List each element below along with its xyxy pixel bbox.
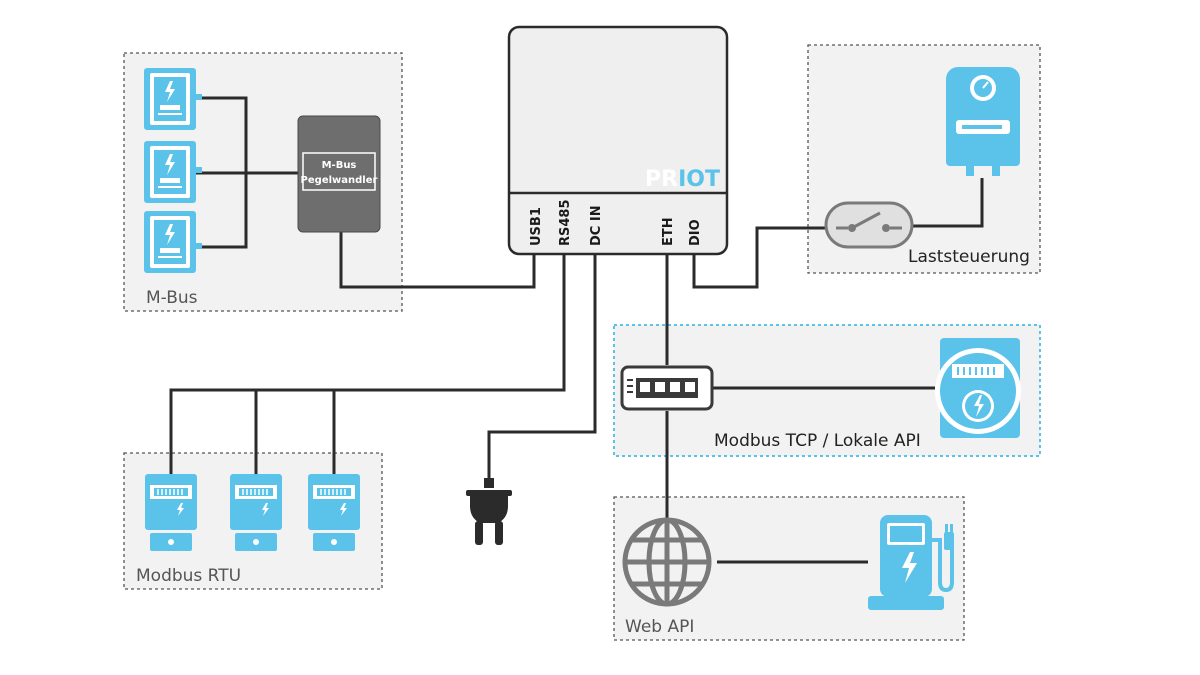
- modbus-meter-icon: [230, 474, 282, 551]
- modbus-meter-icon: [308, 474, 360, 551]
- network-switch-icon: [620, 365, 714, 411]
- port-eth-label: ETH: [661, 217, 676, 246]
- port-usb1-label: USB1: [529, 207, 544, 246]
- laststeuerung-group-label: Laststeuerung: [908, 247, 1030, 267]
- electric-meter-icon: [144, 68, 202, 130]
- electric-meter-icon: [144, 211, 202, 273]
- relay-switch-icon: [824, 201, 914, 249]
- water-heater-icon: [946, 67, 1020, 176]
- dc-in-wire: [487, 252, 597, 482]
- ev-charger-icon: [868, 515, 954, 610]
- web-api-group-label: Web API: [625, 617, 694, 637]
- priot-logo-iot: IOT: [678, 167, 720, 192]
- priot-device: PRIOT USB1 RS485 DC IN ETH DIO: [507, 25, 729, 256]
- usb1-wire: [339, 232, 536, 289]
- power-plug-icon: [466, 478, 512, 545]
- relay-heater-wire: [910, 178, 984, 228]
- dio-wire: [692, 226, 826, 289]
- port-rs485-label: RS485: [558, 199, 573, 246]
- electric-meter-icon: [144, 141, 202, 203]
- connection-lines: [169, 96, 984, 564]
- mbus-converter: M-Bus Pegelwandler: [297, 115, 381, 233]
- port-dio-label: DIO: [688, 219, 703, 246]
- mbus-group-label: M-Bus: [146, 288, 198, 308]
- converter-label-line1: M-Bus: [322, 160, 357, 171]
- rs485-wire: [169, 252, 566, 475]
- modbus-meter-icon: [145, 474, 197, 551]
- port-dcin-label: DC IN: [589, 205, 604, 246]
- globe-icon: [622, 517, 712, 607]
- modbus-tcp-group-label: Modbus TCP / Lokale API: [714, 431, 921, 451]
- priot-logo: PRIOT: [645, 167, 720, 192]
- modbus-rtu-group-label: Modbus RTU: [136, 566, 241, 586]
- smart-meter-icon: [935, 338, 1021, 438]
- converter-label-line2: Pegelwandler: [301, 175, 378, 186]
- priot-logo-pr: PR: [645, 167, 678, 192]
